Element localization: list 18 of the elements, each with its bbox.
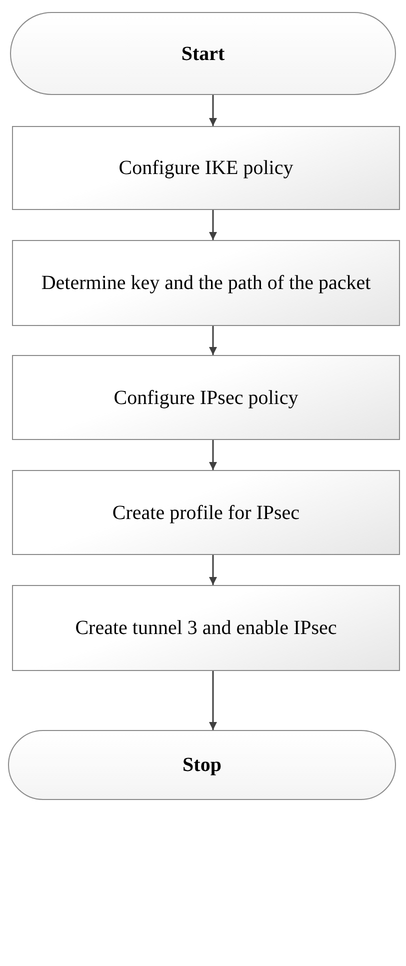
process-box — [12, 126, 400, 210]
process-box — [12, 355, 400, 440]
node-label: Stop — [182, 753, 222, 777]
node-label: Configure IKE policy — [118, 156, 294, 180]
arrow — [209, 210, 217, 240]
arrow — [209, 440, 217, 470]
process-box — [12, 470, 400, 555]
process-box — [12, 585, 400, 671]
node-label: Configure IPsec policy — [114, 386, 298, 410]
arrow — [209, 326, 217, 355]
node-label: Create tunnel 3 and enable IPsec — [75, 616, 337, 640]
node-label: Determine key and the path of the packet — [41, 271, 371, 295]
arrow — [209, 671, 217, 730]
process-box — [12, 240, 400, 326]
arrow — [209, 95, 217, 126]
node-label: Create profile for IPsec — [112, 500, 300, 524]
arrow — [209, 555, 217, 585]
node-label: Start — [181, 42, 225, 66]
